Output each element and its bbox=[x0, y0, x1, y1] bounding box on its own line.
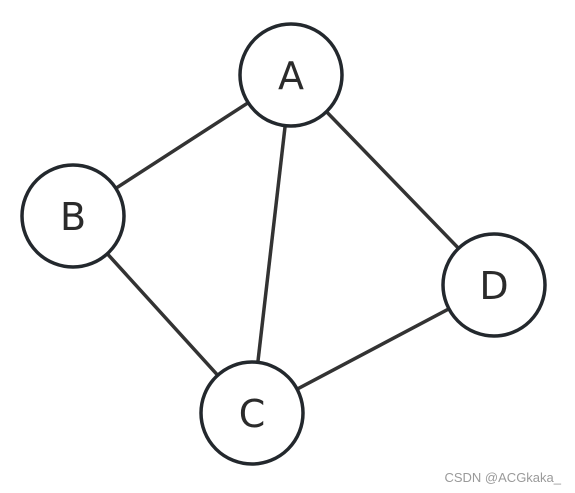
node-b-label: B bbox=[60, 195, 86, 239]
node-b: B bbox=[20, 163, 126, 269]
watermark-text: CSDN @ACGkaka_ bbox=[444, 470, 561, 485]
node-a-label: A bbox=[278, 54, 304, 98]
node-a: A bbox=[238, 22, 344, 128]
node-c-label: C bbox=[239, 392, 266, 436]
node-d: D bbox=[441, 232, 547, 338]
node-d-label: D bbox=[479, 264, 508, 308]
node-c: C bbox=[199, 360, 305, 466]
edge-a-c bbox=[250, 73, 293, 415]
